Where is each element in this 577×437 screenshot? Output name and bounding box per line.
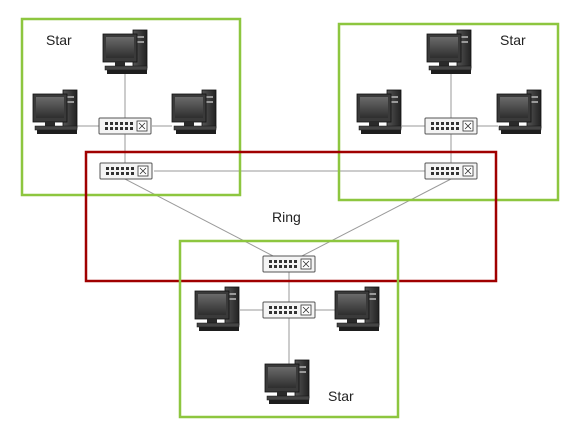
network-switch-icon xyxy=(262,255,316,273)
network-switch-icon xyxy=(99,162,153,180)
computer-icon xyxy=(426,29,472,75)
computer-icon xyxy=(194,286,240,332)
star-label-bottom: Star xyxy=(328,388,354,404)
computer-icon xyxy=(264,359,310,405)
computer-icon xyxy=(32,89,78,135)
ring-group xyxy=(84,150,498,283)
star-label-top-right: Star xyxy=(500,32,526,48)
network-links xyxy=(76,70,498,370)
network-switch-icon xyxy=(98,117,152,135)
star-group-bottom xyxy=(178,239,400,419)
computer-icon xyxy=(356,89,402,135)
ring-label: Ring xyxy=(272,209,301,225)
computer-icon xyxy=(102,29,148,75)
network-switch-icon xyxy=(424,162,478,180)
network-switch-icon xyxy=(424,117,478,135)
computer-icon xyxy=(171,89,217,135)
star-label-top-left: Star xyxy=(46,32,72,48)
computer-icon xyxy=(496,89,542,135)
star-group-top-left xyxy=(20,17,242,197)
network-switch-icon xyxy=(262,301,316,319)
computer-icon xyxy=(334,286,380,332)
star-group-top-right xyxy=(337,22,560,202)
